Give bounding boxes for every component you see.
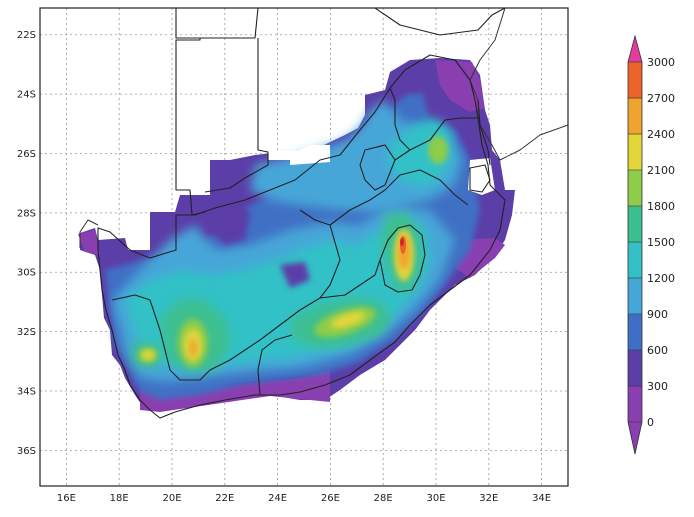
lat-tick-label: 26S [17, 149, 36, 160]
lon-tick-label: 20E [162, 493, 181, 504]
green-peak-northeast [428, 136, 448, 164]
colorbar-label: 0 [647, 416, 654, 429]
boundaries [79, 8, 568, 419]
lat-tick-label: 24S [17, 90, 36, 101]
purple-fringe-northeast [435, 60, 484, 112]
colorbar-band [628, 62, 642, 99]
plot-frame [39, 7, 569, 487]
lon-tick-label: 26E [321, 493, 340, 504]
colorbar-extend-low [628, 422, 642, 454]
yellow-core-cape [142, 350, 154, 360]
province-boundary-7 [394, 117, 478, 161]
lat-tick-labels: 22S 24S 26S 28S 30S 32S 34S 36S [17, 30, 36, 457]
colorbar-band [628, 242, 642, 279]
darkblue-patch-northwest [208, 200, 250, 245]
colorbar-band [628, 98, 642, 135]
lon-tick-label: 18E [110, 493, 129, 504]
lat-tick-label: 22S [17, 30, 36, 41]
lightblue-900-region [250, 100, 462, 212]
lon-tick-label: 32E [479, 493, 498, 504]
zimbabwe-border [374, 8, 506, 36]
lon-tick-label: 22E [215, 493, 234, 504]
lat-tick-label: 36S [17, 446, 36, 457]
colorbar-label: 2400 [647, 128, 675, 141]
mozambique-border [477, 99, 491, 166]
lon-tick-label: 24E [268, 493, 287, 504]
colorbar-label: 2700 [647, 92, 675, 105]
yellow-core-central [330, 312, 366, 328]
swaziland-border [469, 164, 491, 193]
lon-tick-labels: 16E 18E 20E 22E 24E 26E 28E 30E 32E 34E [57, 493, 551, 504]
lon-tick-label: 30E [426, 493, 445, 504]
botswana-border [200, 8, 269, 193]
mask-gap-north [268, 145, 330, 165]
lon-tick-label: 28E [374, 493, 393, 504]
colorbar-label: 600 [647, 344, 668, 357]
colorbar-band [628, 278, 642, 315]
colorbar-band [628, 134, 642, 171]
colorbar-band [628, 170, 642, 207]
darkblue-patch-mid [280, 262, 310, 288]
lon-tick-label: 16E [57, 493, 76, 504]
colorbar-band [628, 206, 642, 243]
darkblue-patch-northeast [405, 66, 430, 95]
colorbar-band [628, 386, 642, 423]
colorbar-label: 3000 [647, 56, 675, 69]
lat-tick-label: 32S [17, 327, 36, 338]
lat-tick-label: 28S [17, 208, 36, 219]
colorbar-label: 1200 [647, 272, 675, 285]
purple-fringe-west [78, 230, 100, 255]
lesotho-border [379, 224, 426, 293]
province-boundary-4 [299, 209, 341, 299]
province-boundary-6 [359, 144, 396, 191]
orange-core-west [189, 339, 197, 357]
namibia-border [175, 8, 206, 216]
cyan-1200-region-north [388, 118, 452, 188]
province-boundary-8 [389, 87, 411, 151]
purple-fringe-south [140, 370, 330, 412]
colorbar-extend-high [628, 36, 642, 62]
colorbar-label: 900 [647, 308, 668, 321]
province-boundary-1 [111, 294, 211, 381]
lon-tick-label: 34E [532, 493, 551, 504]
colorbar-label: 300 [647, 380, 668, 393]
peak-lesotho-max [400, 238, 404, 246]
colorbar-label: 2100 [647, 164, 675, 177]
province-boundary-5 [329, 169, 469, 226]
colorbar-band [628, 314, 642, 351]
colorbar: 0 300 600 900 1200 1500 1800 2100 2400 2700 3000 [627, 34, 675, 455]
lat-tick-label: 30S [17, 268, 36, 279]
colorbar-band [628, 350, 642, 387]
colorbar-label: 1500 [647, 236, 675, 249]
lat-tick-label: 34S [17, 386, 36, 397]
colorbar-label: 1800 [647, 200, 675, 213]
south-africa-outline [97, 54, 506, 419]
namibia-coast [79, 219, 99, 248]
province-boundary-2 [209, 259, 381, 371]
province-boundary-3 [257, 334, 293, 396]
